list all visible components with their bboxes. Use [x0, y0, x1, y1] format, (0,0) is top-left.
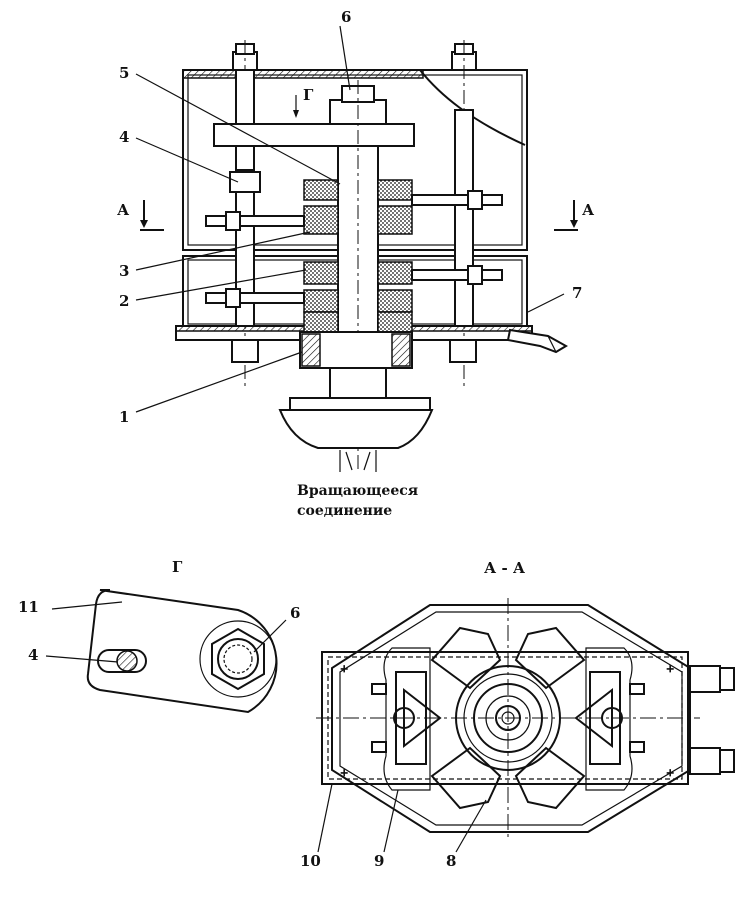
label-5: 5 [119, 64, 129, 82]
view-g: Г 11 4 6 [18, 558, 300, 714]
view-g-title: Г [172, 558, 183, 576]
brush-holders-right [411, 190, 503, 285]
svg-text:+: + [340, 664, 348, 675]
label-1: 1 [119, 408, 129, 426]
spring-clip-left [371, 647, 442, 791]
svg-text:+: + [666, 664, 674, 675]
caption-line-2: соединение [297, 503, 392, 519]
svg-text:+: + [666, 768, 674, 779]
section-a-a-title: А - А [484, 559, 526, 577]
stud-section [116, 650, 138, 672]
label-4: 4 [119, 128, 129, 146]
section-arrow-left [140, 200, 164, 231]
rotating-joint [278, 409, 434, 449]
label-section-a-right: А [582, 201, 595, 219]
brush-holders-left [205, 211, 305, 308]
section-arrow-right [554, 200, 578, 231]
brush-arms [430, 626, 586, 810]
caption-line-1: Вращающееся [297, 483, 418, 499]
label-4b: 4 [28, 646, 38, 664]
label-6: 6 [341, 8, 351, 26]
label-3: 3 [119, 262, 129, 280]
label-7: 7 [572, 284, 582, 302]
label-9: 9 [374, 852, 384, 870]
section-a-a: А - А [300, 559, 735, 870]
lever-plate [86, 589, 278, 714]
hex-nut [211, 627, 265, 691]
main-assembly-view: 5 6 4 3 2 1 7 А А Г Вращающееся соединен… [117, 8, 595, 519]
label-8: 8 [446, 852, 456, 870]
svg-text:+: + [340, 768, 348, 779]
label-10: 10 [300, 852, 321, 870]
spring-clip-right [574, 647, 645, 791]
octagonal-housing [331, 604, 691, 833]
view-arrow-g [293, 95, 299, 118]
label-2: 2 [119, 292, 129, 310]
traverse-plate [213, 123, 415, 147]
label-11: 11 [18, 598, 39, 616]
label-6b: 6 [290, 604, 300, 622]
shaft-ring [473, 683, 543, 753]
label-section-a-left: А [117, 201, 130, 219]
label-view-g-arrow: Г [303, 86, 314, 104]
